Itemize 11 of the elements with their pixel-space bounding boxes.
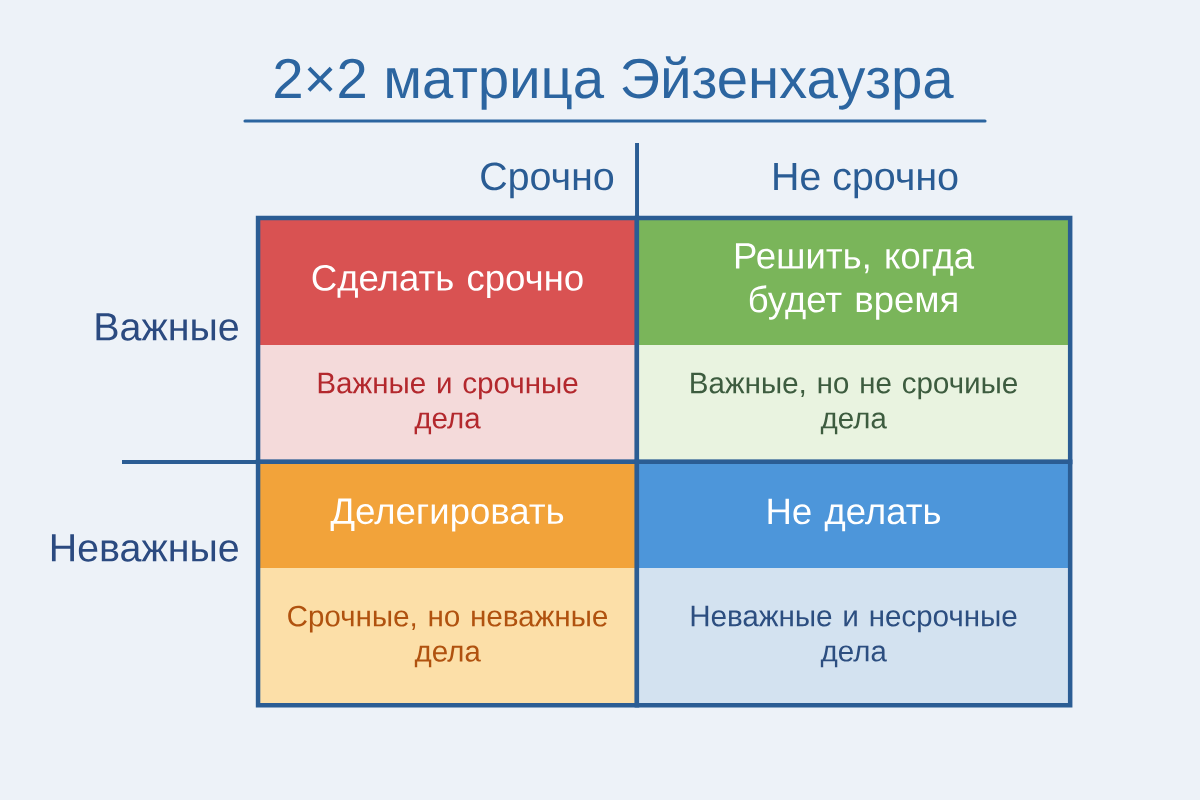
action-band: Решить, когда будет время — [637, 218, 1070, 345]
description-band: Важные, но не срочиые дела — [637, 345, 1070, 462]
row-header: Неважные — [51, 534, 238, 562]
title: 2×2 матрица Эйзенхаузра — [275, 56, 954, 110]
description-band: Неважные и несрочные дела — [637, 568, 1070, 705]
action-band: Не делать — [637, 462, 1070, 568]
action-band: Делегировать — [258, 462, 637, 568]
description-band: Срочные, но неважные дела — [258, 568, 637, 705]
description-band: Важные и срочные дела — [258, 345, 637, 462]
action-band: Сделать срочно — [258, 218, 637, 345]
column-header: Срочно — [481, 162, 614, 199]
